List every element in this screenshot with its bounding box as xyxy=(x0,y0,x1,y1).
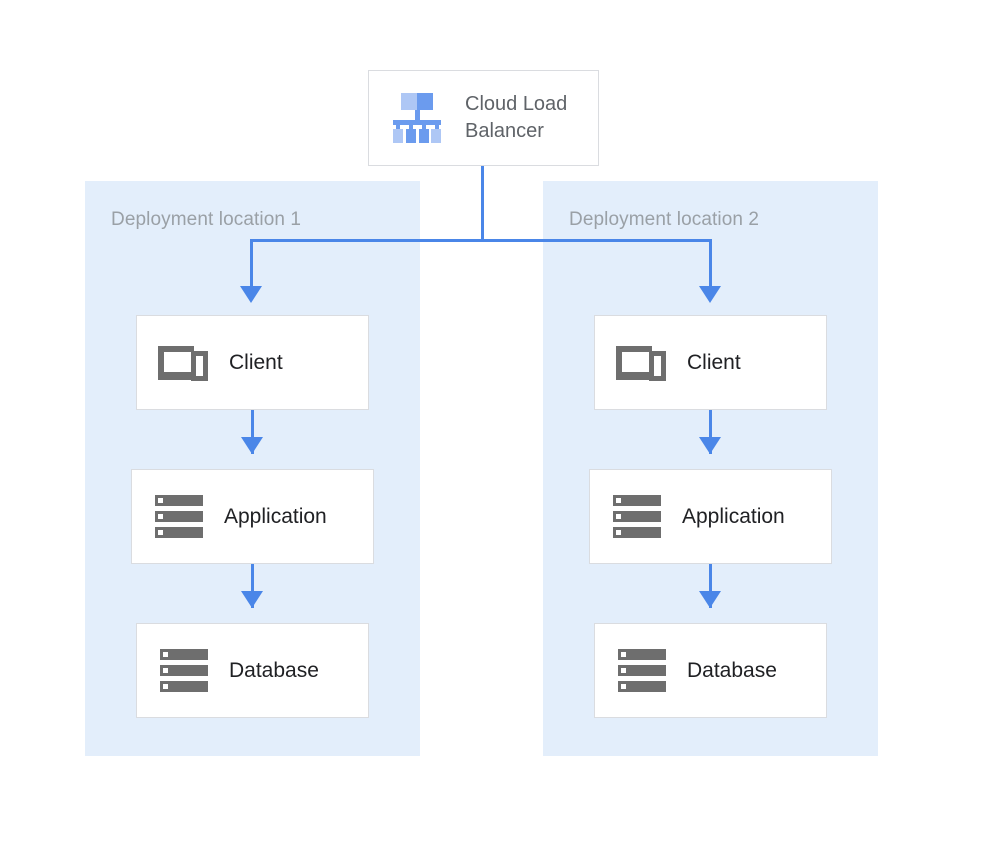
client-devices-icon xyxy=(157,341,211,385)
arrowhead-client-to-application-2 xyxy=(699,437,721,454)
node-application-1[interactable]: Application xyxy=(131,469,374,564)
node-database-1[interactable]: Database xyxy=(136,623,369,718)
arrowhead-lb-to-client-1 xyxy=(240,286,262,303)
server-stack-icon xyxy=(610,494,664,539)
client-1-label: Client xyxy=(229,350,283,374)
arrowhead-application-to-database-2 xyxy=(699,591,721,608)
connector-lb-stem xyxy=(481,166,484,242)
database-2-label: Database xyxy=(687,658,777,682)
connector-lb-to-client-1 xyxy=(250,239,253,287)
server-stack-icon xyxy=(152,494,206,539)
client-2-label: Client xyxy=(687,350,741,374)
application-1-label: Application xyxy=(224,504,327,528)
load-balancer-label: Cloud Load Balancer xyxy=(465,93,568,142)
server-stack-icon xyxy=(157,648,211,693)
zone-1-label: Deployment location 1 xyxy=(111,209,302,230)
arrowhead-client-to-application-1 xyxy=(241,437,263,454)
load-balancer-tree-icon xyxy=(391,92,443,144)
client-devices-icon xyxy=(615,341,669,385)
connector-client-to-application-2 xyxy=(709,410,712,454)
node-cloud-load-balancer[interactable]: Cloud Load Balancer xyxy=(368,70,599,166)
connector-lb-bus xyxy=(250,239,712,242)
connector-lb-to-client-2 xyxy=(709,239,712,287)
database-1-label: Database xyxy=(229,658,319,682)
application-2-label: Application xyxy=(682,504,785,528)
node-client-1[interactable]: Client xyxy=(136,315,369,410)
node-database-2[interactable]: Database xyxy=(594,623,827,718)
server-stack-icon xyxy=(615,648,669,693)
node-application-2[interactable]: Application xyxy=(589,469,832,564)
arrowhead-application-to-database-1 xyxy=(241,591,263,608)
connector-client-to-application-1 xyxy=(251,410,254,454)
connector-application-to-database-1 xyxy=(251,564,254,608)
zone-2-label: Deployment location 2 xyxy=(569,209,760,230)
node-client-2[interactable]: Client xyxy=(594,315,827,410)
connector-application-to-database-2 xyxy=(709,564,712,608)
arrowhead-lb-to-client-2 xyxy=(699,286,721,303)
